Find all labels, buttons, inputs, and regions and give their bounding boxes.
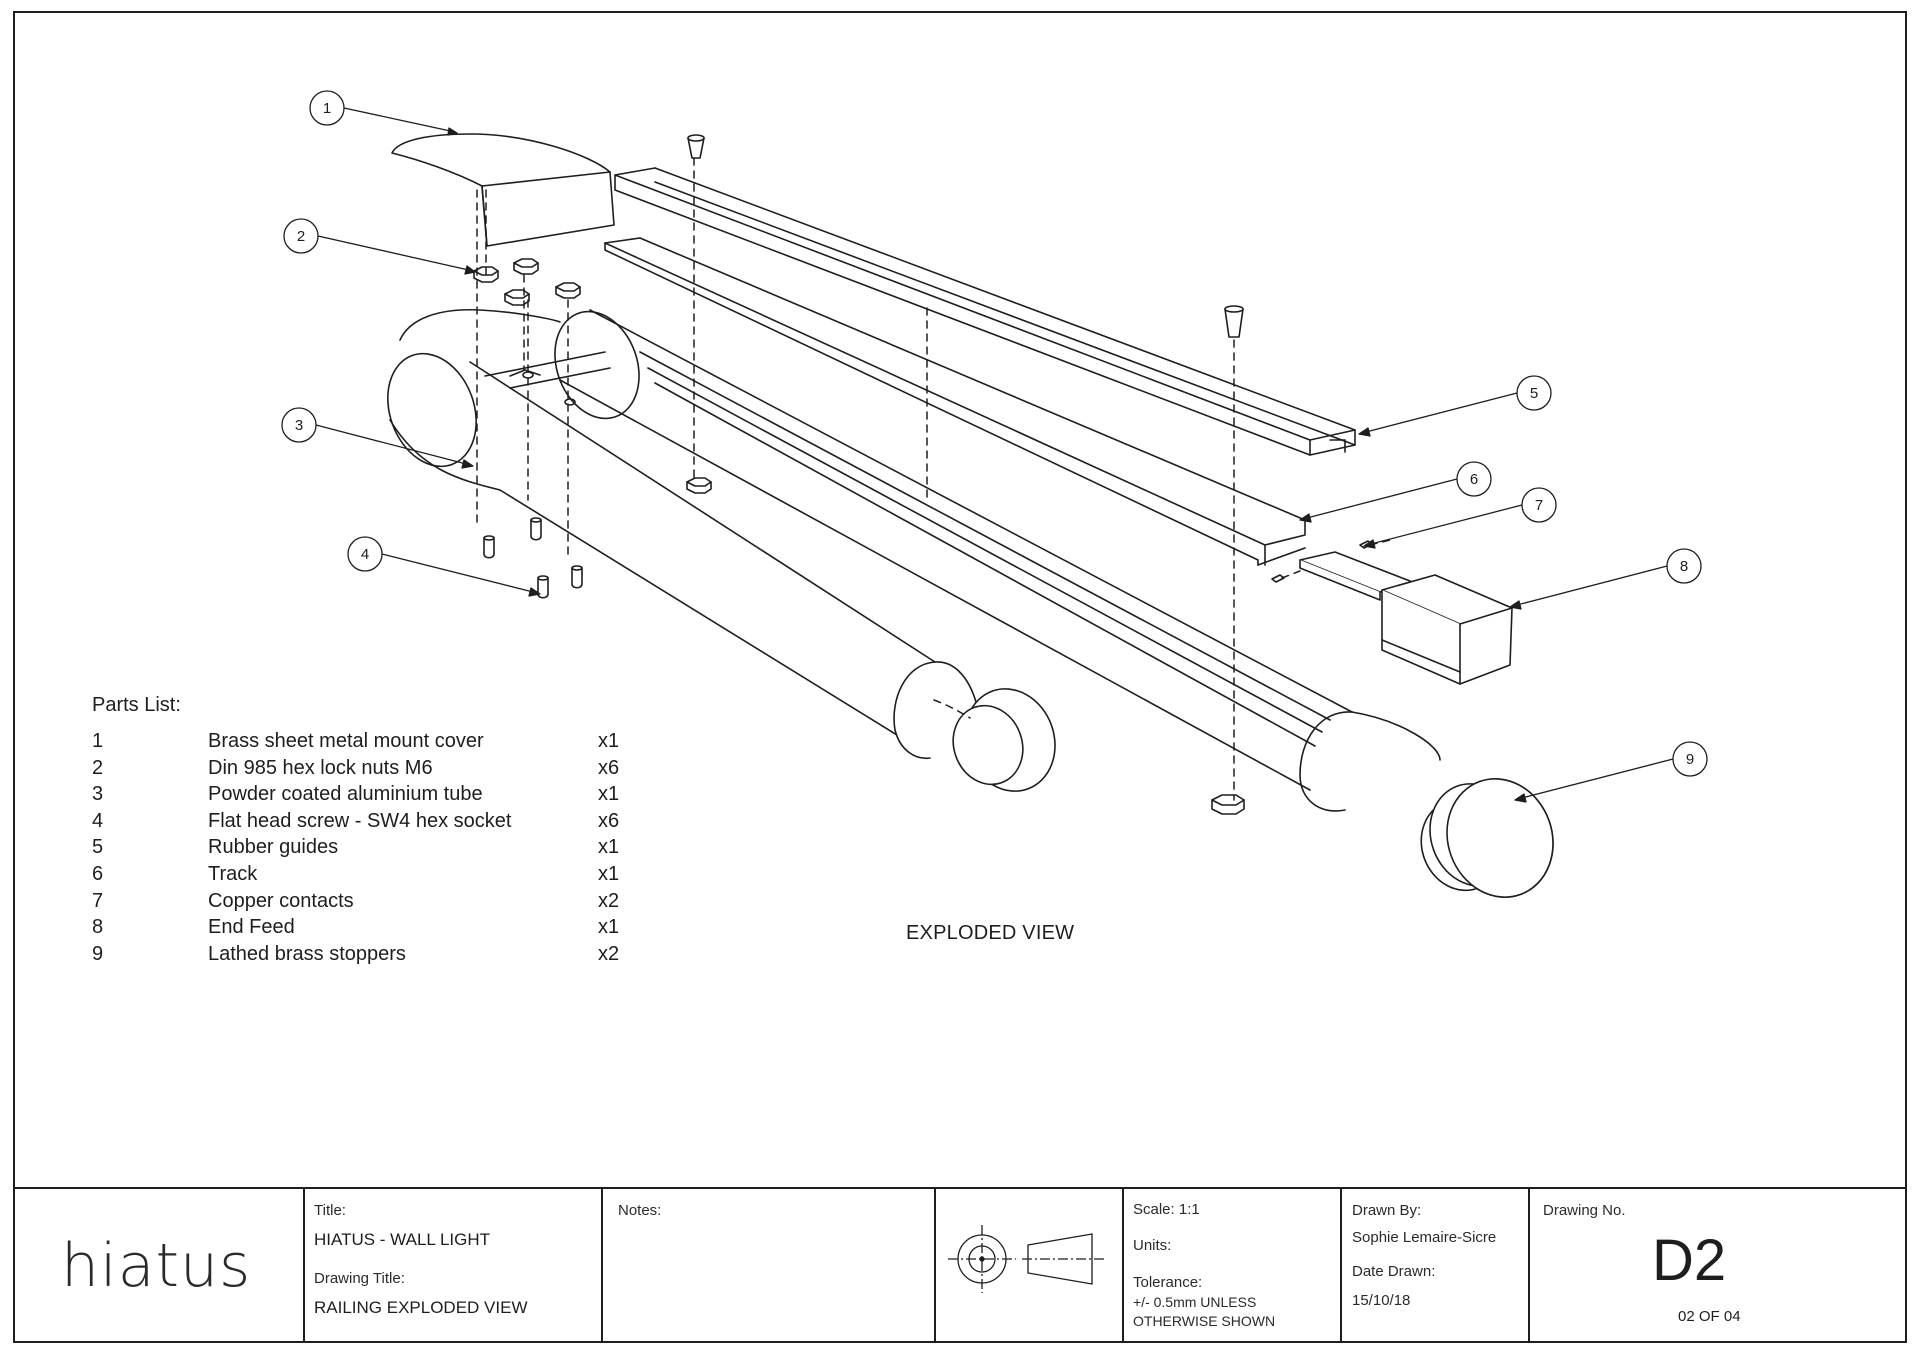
part-description: Powder coated aluminium tube xyxy=(208,783,483,806)
tolerance-line-1: +/- 0.5mm UNLESS xyxy=(1133,1294,1257,1310)
balloon-6: 6 xyxy=(1470,471,1478,488)
balloon-7: 7 xyxy=(1535,497,1543,514)
title-block-drawn-cell: Drawn By: Sophie Lemaire-Sicre Date Draw… xyxy=(1342,1189,1530,1343)
part-quantity: x1 xyxy=(598,836,620,859)
part-8-end-feed xyxy=(1299,551,1513,685)
part-description: End Feed xyxy=(208,916,295,939)
part-description: Rubber guides xyxy=(208,836,339,859)
part-quantity: x2 xyxy=(598,889,620,912)
part-description: Lathed brass stoppers xyxy=(208,942,406,965)
balloon-1: 1 xyxy=(323,100,331,117)
part-description: Flat head screw - SW4 hex socket xyxy=(208,809,512,832)
drawn-by-label: Drawn By: xyxy=(1352,1202,1422,1219)
scale-label: Scale: 1:1 xyxy=(1133,1201,1200,1218)
part-quantity: x6 xyxy=(598,756,620,779)
view-label: EXPLODED VIEW xyxy=(906,922,1075,944)
title-block-projection-cell xyxy=(936,1189,1124,1343)
part-number: 3 xyxy=(92,783,104,806)
third-angle-projection-icon xyxy=(948,1225,1106,1293)
part-5-rubber-guides xyxy=(614,167,1356,456)
part-quantity: x2 xyxy=(598,942,620,965)
part-9-brass-stoppers xyxy=(952,688,1554,898)
date-drawn-value: 15/10/18 xyxy=(1352,1292,1411,1309)
title-block-title-cell: Title: HIATUS - WALL LIGHT Drawing Title… xyxy=(305,1189,603,1343)
drawing-sheet-border xyxy=(13,11,1907,1343)
callout-balloon-labels: 1 2 3 4 5 6 7 8 9 xyxy=(295,100,1694,768)
drawing-number: D2 xyxy=(1652,1228,1727,1293)
balloon-9: 9 xyxy=(1686,751,1694,768)
part-quantity: x1 xyxy=(598,730,620,752)
part-description: Copper contacts xyxy=(208,889,354,912)
part-1-mount-cover xyxy=(391,133,615,247)
balloon-5: 5 xyxy=(1530,385,1538,402)
units-label: Units: xyxy=(1133,1237,1172,1254)
tolerance-label: Tolerance: xyxy=(1133,1274,1203,1291)
title-label: Title: xyxy=(314,1202,346,1219)
callout-balloons xyxy=(281,90,1708,803)
sheet-number: 02 OF 04 xyxy=(1678,1308,1741,1325)
balloon-3: 3 xyxy=(295,417,303,434)
assembly-dashed-lines xyxy=(476,157,1391,801)
balloon-2: 2 xyxy=(297,228,305,245)
drawing-title-value: RAILING EXPLODED VIEW xyxy=(314,1298,528,1317)
drawn-by-value: Sophie Lemaire-Sicre xyxy=(1352,1229,1497,1246)
notes-label: Notes: xyxy=(618,1202,662,1219)
part-number: 9 xyxy=(92,942,104,965)
balloon-4: 4 xyxy=(361,546,369,563)
title-block: hiatus Title: HIATUS - WALL LIGHT Drawin… xyxy=(13,1187,1907,1343)
part-6-track xyxy=(604,237,1306,566)
title-block-scale-cell: Scale: 1:1 Units: Tolerance: +/- 0.5mm U… xyxy=(1124,1189,1342,1343)
part-number: 8 xyxy=(92,916,104,939)
drawing-title-label: Drawing Title: xyxy=(314,1270,405,1287)
title-value: HIATUS - WALL LIGHT xyxy=(314,1230,491,1249)
part-number: 5 xyxy=(92,836,104,859)
part-quantity: x1 xyxy=(598,862,620,885)
part-number: 6 xyxy=(92,862,104,885)
part-number: 7 xyxy=(92,889,104,912)
date-drawn-label: Date Drawn: xyxy=(1352,1263,1436,1280)
part-description: Din 985 hex lock nuts M6 xyxy=(208,756,433,779)
part-description: Track xyxy=(208,862,258,885)
balloon-8: 8 xyxy=(1680,558,1688,575)
part-number: 1 xyxy=(92,730,104,752)
part-quantity: x6 xyxy=(598,809,620,832)
part-quantity: x1 xyxy=(598,916,620,939)
title-block-drawing-no-cell: Drawing No. xyxy=(1530,1189,1907,1343)
title-block-notes-cell: Notes: xyxy=(603,1189,936,1343)
title-block-logo-cell: hiatus xyxy=(13,1189,305,1343)
part-number: 4 xyxy=(92,809,104,832)
part-description: Brass sheet metal mount cover xyxy=(208,730,484,752)
part-3-aluminium-tube xyxy=(387,308,1441,812)
brand-logo: hiatus xyxy=(61,1231,252,1301)
part-quantity: x1 xyxy=(598,783,620,806)
tolerance-line-2: OTHERWISE SHOWN xyxy=(1133,1313,1276,1329)
part-number: 2 xyxy=(92,756,104,779)
part-2-hex-nuts xyxy=(473,258,1245,815)
parts-list-title: Parts List: xyxy=(92,694,181,716)
drawing-no-label: Drawing No. xyxy=(1543,1202,1626,1219)
